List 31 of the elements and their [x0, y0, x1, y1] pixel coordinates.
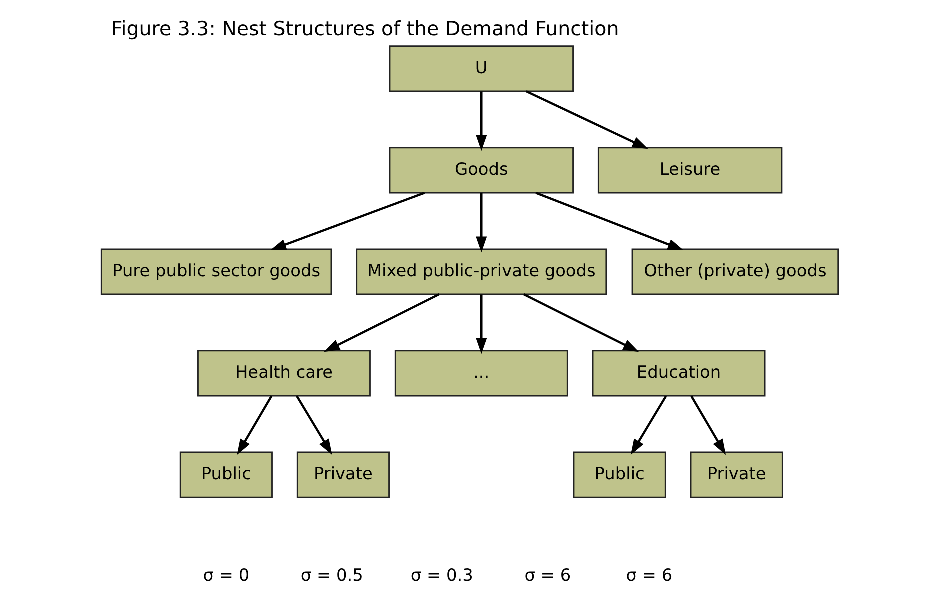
- arrow: [476, 92, 487, 152]
- node-box: Public: [179, 452, 272, 498]
- node-box: ...: [394, 350, 568, 397]
- label: σ = 6: [524, 564, 571, 585]
- label: σ = 0.5: [300, 564, 363, 585]
- node-box: Private: [690, 452, 783, 498]
- label: σ = 0: [202, 564, 250, 585]
- label: σ = 0.3: [410, 564, 473, 585]
- arrow: [535, 192, 684, 250]
- arrow: [236, 396, 272, 456]
- arrow: [630, 396, 667, 456]
- node-box: U: [388, 46, 574, 92]
- node-box: Health care: [197, 350, 370, 397]
- arrow: [690, 396, 726, 456]
- arrow: [324, 294, 440, 352]
- node-box: Mixed public-private goods: [356, 248, 607, 296]
- node-box: Education: [592, 350, 766, 397]
- node-box: Other (private) goods: [631, 248, 839, 296]
- arrow: [525, 90, 648, 150]
- node-box: Pure public sector goods: [100, 248, 332, 296]
- arrow: [476, 193, 487, 253]
- arrow: [296, 396, 332, 456]
- label: σ = 6: [626, 564, 672, 585]
- node-box: Goods: [388, 147, 574, 194]
- node-box: Public: [572, 452, 666, 498]
- arrow: [270, 192, 425, 250]
- node-box: Private: [296, 452, 390, 498]
- arrow: [476, 294, 487, 354]
- diagram-title: Figure 3.3: Nest Structures of the Demand Function: [110, 17, 619, 40]
- node-box: Leisure: [597, 147, 782, 194]
- arrow: [522, 294, 639, 352]
